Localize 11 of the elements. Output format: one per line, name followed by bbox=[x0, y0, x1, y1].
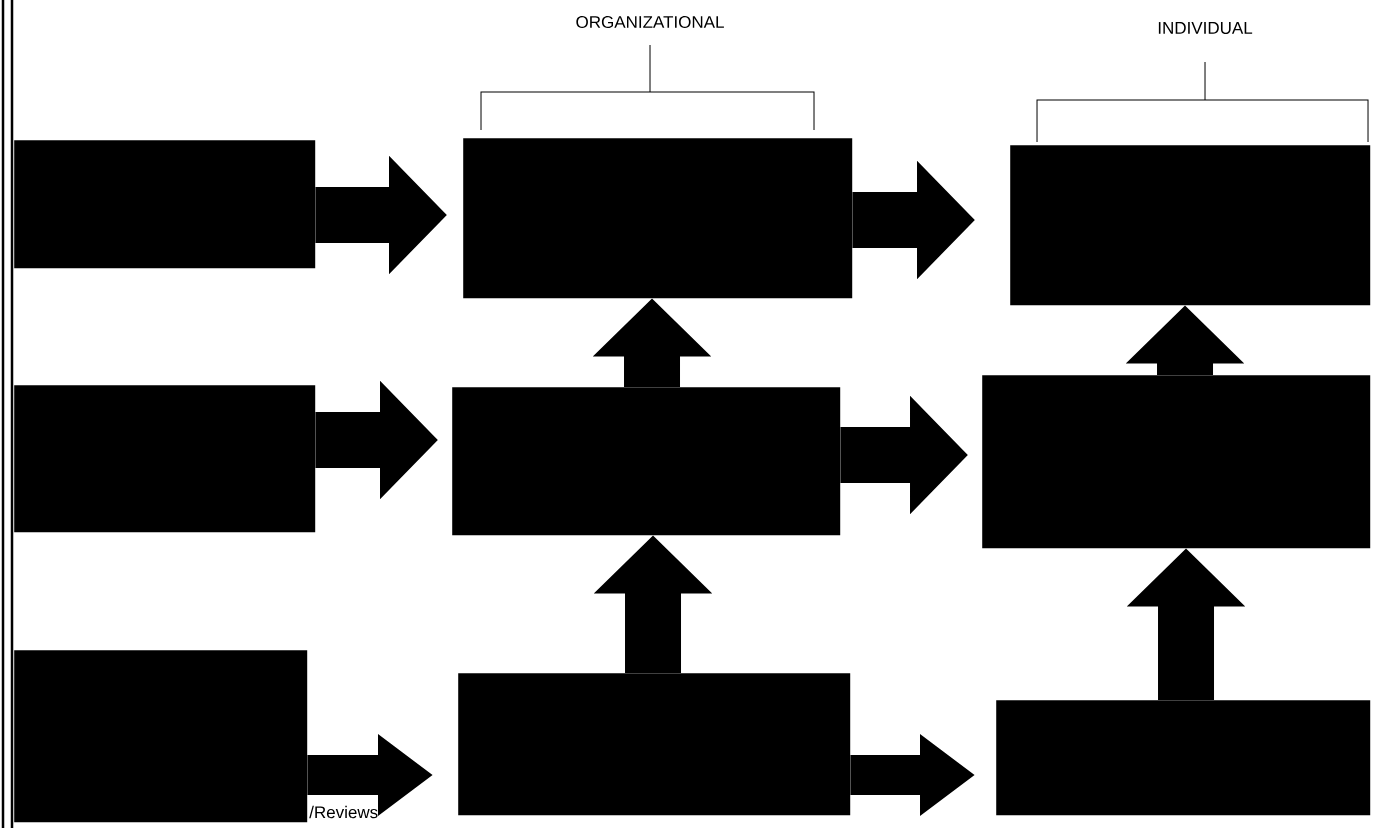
heading-label: INDIVIDUAL bbox=[1158, 22, 1253, 34]
filled-box bbox=[982, 375, 1371, 549]
filled-box bbox=[458, 673, 851, 816]
filled-box bbox=[996, 700, 1371, 816]
filled-box bbox=[463, 138, 853, 299]
filled-box bbox=[1010, 145, 1371, 306]
filled-box bbox=[14, 385, 316, 533]
filled-box bbox=[14, 650, 308, 823]
filled-box bbox=[14, 140, 316, 269]
filled-box bbox=[452, 387, 841, 536]
heading-label: ORGANIZATIONAL bbox=[576, 16, 724, 29]
